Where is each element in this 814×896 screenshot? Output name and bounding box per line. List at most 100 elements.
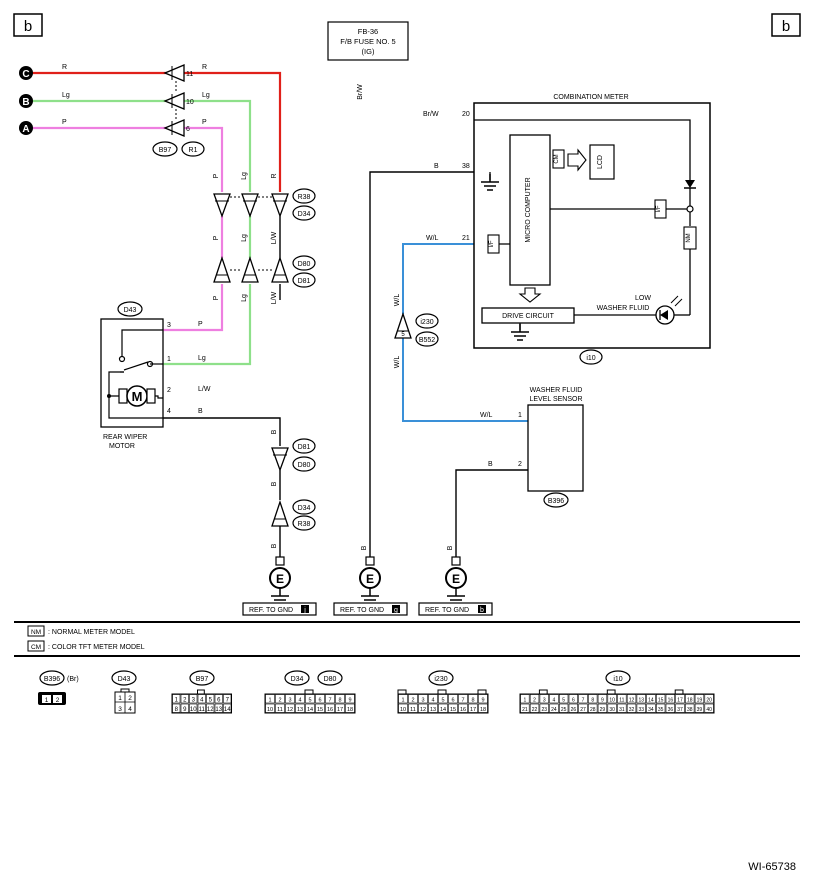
- page-tag-right: b: [782, 18, 790, 35]
- if-tag-2: [487, 234, 500, 254]
- connector-pin: 5: [441, 697, 444, 703]
- lcd-box: [589, 144, 615, 180]
- combination-meter-title: COMBINATION METER: [553, 94, 628, 101]
- ref-gnd-code-2: g: [394, 607, 398, 614]
- connector-pin: 6: [572, 697, 575, 703]
- connector-pin: 12: [420, 707, 426, 713]
- wire-label-wl-v2: W/L: [394, 356, 401, 369]
- connector-pin: 17: [337, 707, 343, 713]
- meter-pin-20: 20: [462, 111, 470, 118]
- connector-r1: R1: [189, 147, 198, 154]
- ref-gnd-box-2: [333, 602, 408, 616]
- connector-d80-2: D80: [298, 462, 311, 469]
- connector-pin: 14: [307, 707, 313, 713]
- connector-pin: 2: [533, 697, 536, 703]
- washer-sensor-label1: WASHER FLUID: [530, 387, 583, 394]
- motor-m: M: [132, 389, 143, 404]
- connector-pin: 12: [287, 707, 293, 713]
- cm-tag: [552, 149, 565, 169]
- connector-i230: i230: [420, 319, 433, 326]
- connector-pin: 24: [551, 707, 557, 713]
- connector-r38-d34-arrows: [213, 193, 289, 218]
- meter-pin-21: 21: [462, 235, 470, 242]
- connector-pin: 2: [278, 697, 281, 703]
- connector-pin: 28: [590, 707, 596, 713]
- legend-cm-code: CM: [31, 644, 41, 651]
- connector-d34-1: D34: [298, 211, 311, 218]
- connector-pin: 18: [480, 707, 486, 713]
- wire-pink-upper: [26, 126, 224, 192]
- connector-pin: 8: [471, 697, 474, 703]
- wire-label-p-v2: P: [213, 235, 220, 240]
- connector-view-d43: D43 1 2 3 4: [111, 670, 137, 714]
- svg-text:D43: D43: [118, 676, 131, 683]
- motor-pin-4: 4: [167, 408, 171, 415]
- connector-pin: 4: [298, 697, 301, 703]
- connector-pin: 13: [638, 697, 644, 703]
- wire-label-lg-v3: Lg: [241, 294, 248, 302]
- connector-pin: 12: [207, 707, 214, 713]
- wire-label-lg-motor: Lg: [198, 355, 206, 362]
- terminal-a: [19, 121, 33, 135]
- terminal-b-label: B: [22, 97, 29, 108]
- pin-11: 11: [186, 71, 193, 78]
- connector-pin: 10: [267, 707, 273, 713]
- connector-pin: 29: [600, 707, 606, 713]
- connector-pin: 36: [668, 707, 674, 713]
- connector-pin: 38: [687, 707, 693, 713]
- svg-text:D34: D34: [291, 676, 304, 683]
- wire-label-b-gnd1a: B: [271, 429, 278, 434]
- sensor-pin-2: 2: [518, 461, 522, 468]
- diode-icon: [685, 180, 695, 188]
- svg-text:1: 1: [45, 697, 49, 704]
- motor-pin-3: 3: [167, 322, 171, 329]
- connector-arrow-10: [163, 92, 185, 110]
- washer-sensor-box: [527, 404, 584, 492]
- connector-pin: 18: [687, 697, 693, 703]
- connector-pin: 30: [609, 707, 615, 713]
- connector-pin: 9: [601, 697, 604, 703]
- ground-e-1: E: [276, 572, 284, 586]
- svg-text:(Br): (Br): [67, 676, 79, 683]
- ground-e-2: E: [366, 572, 374, 586]
- connector-pin: 3: [543, 697, 546, 703]
- connector-d81-arrow: [271, 447, 289, 472]
- connector-b97-tag: [152, 141, 178, 157]
- connector-pin: 34: [648, 707, 654, 713]
- connector-pin: 1: [523, 697, 526, 703]
- wire-label-p-v3: P: [213, 295, 220, 300]
- wire-label-lw-motor: L/W: [198, 386, 211, 393]
- wire-label-lg-left: Lg: [62, 92, 70, 99]
- ref-gnd-box-3: [418, 602, 493, 616]
- connector-r38-1: R38: [298, 194, 311, 201]
- connector-pin: 17: [470, 707, 476, 713]
- wire-label-lg-v1: Lg: [241, 172, 248, 180]
- arrow-right-icon: [567, 148, 587, 172]
- connector-pin: 8: [338, 697, 341, 703]
- connector-pin: 5: [308, 697, 311, 703]
- connector-pin: 12: [629, 697, 635, 703]
- connector-pin: 16: [460, 707, 466, 713]
- wire-label-r-v1: R: [271, 173, 278, 178]
- svg-text:1: 1: [118, 695, 122, 702]
- wire-label-b-gnd1b: B: [271, 481, 278, 486]
- connector-pin: 14: [648, 697, 654, 703]
- wire-label-p-right: P: [202, 119, 207, 126]
- wire-label-b-gnd1c: B: [271, 543, 278, 548]
- rear-wiper-motor-box: [100, 318, 164, 428]
- connector-d81-1: D81: [298, 278, 311, 285]
- connector-view-b396: B396 (Br) 1 2: [38, 670, 79, 705]
- wire-label-b-gnd3: B: [447, 545, 454, 550]
- page-tag-right-box: [771, 13, 801, 37]
- connector-pin: 22: [532, 707, 538, 713]
- if-tag-1: [654, 199, 667, 219]
- ground-e-3: E: [452, 572, 460, 586]
- connector-pin: 21: [522, 707, 528, 713]
- wire-label-p-left: P: [62, 119, 67, 126]
- nm-label: NM: [686, 233, 692, 242]
- if-label-2: I/F: [489, 240, 495, 247]
